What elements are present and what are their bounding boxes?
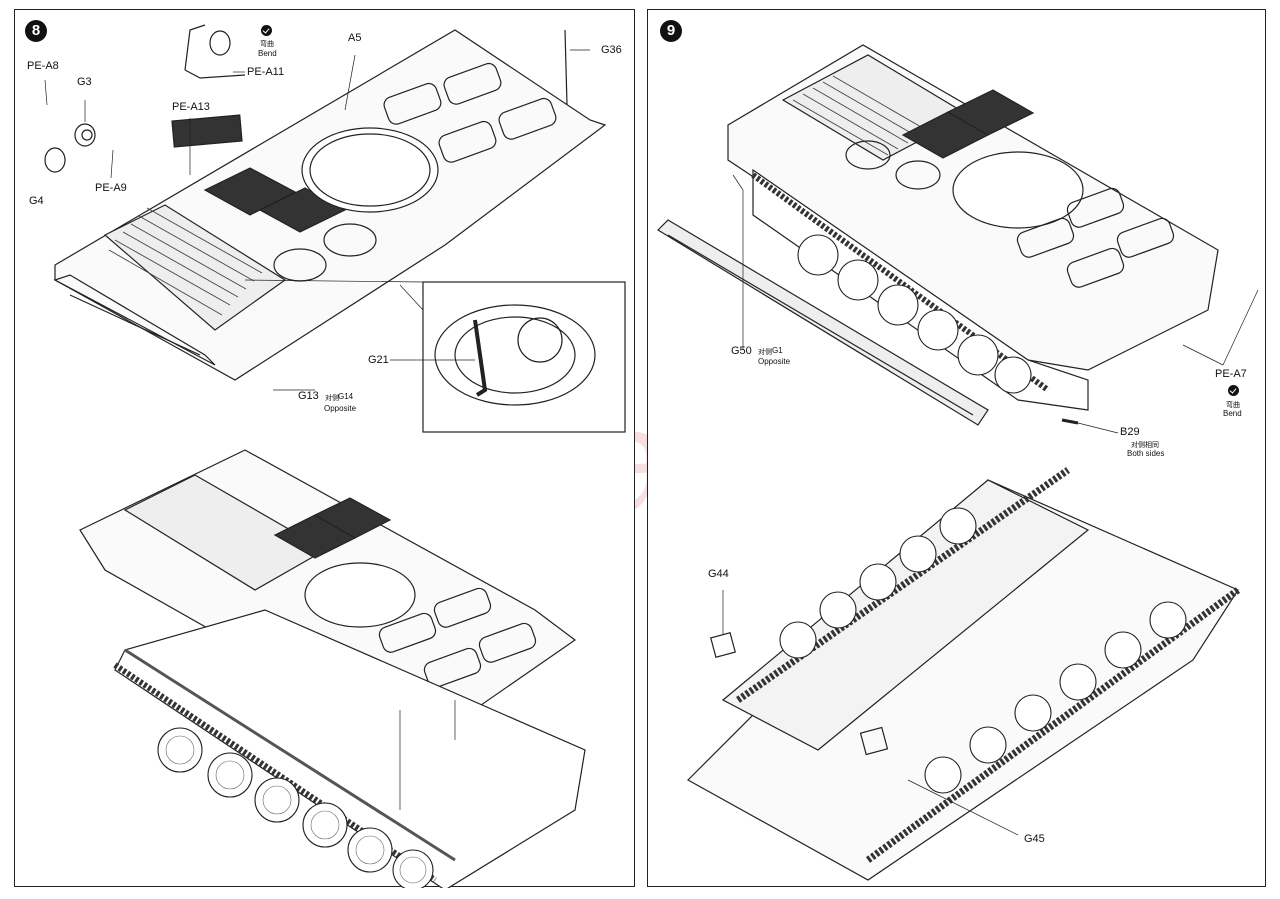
bend-icon (261, 25, 272, 36)
step-8-panel: 8 (14, 9, 635, 888)
label-bend-8: Bend (258, 49, 277, 58)
step-8-badge: 8 (25, 20, 47, 42)
label-opposite-9: Opposite (758, 357, 791, 366)
label-both-sides-cn: 对侧相同 (1131, 442, 1159, 449)
label-pe-a13: PE-A13 (172, 101, 210, 113)
label-pe-a11: PE-A11 (247, 66, 285, 78)
label-both-sides: Both sides (1127, 449, 1165, 458)
label-g4: G4 (29, 195, 44, 207)
label-opposite-8: Opposite (324, 404, 357, 413)
label-g45: G45 (1024, 833, 1045, 845)
label-g44: G44 (708, 568, 729, 580)
step-9-panel: 9 (647, 9, 1266, 887)
label-g13: G13 (298, 390, 319, 402)
bend-icon (1228, 385, 1239, 396)
label-g50: G50 (731, 345, 752, 357)
label-bend-9: Bend (1223, 409, 1242, 418)
label-g1: G1 (772, 346, 783, 355)
label-g14-cn: 对侧 (325, 395, 339, 402)
label-b29: B29 (1120, 426, 1140, 438)
label-g14: G14 (338, 392, 354, 401)
label-pe-a9: PE-A9 (95, 182, 127, 194)
label-a5: A5 (348, 32, 362, 44)
label-g36: G36 (601, 44, 622, 56)
label-pe-a7: PE-A7 (1215, 368, 1247, 380)
step-9-badge: 9 (660, 20, 682, 42)
label-g3: G3 (77, 76, 92, 88)
label-bend-cn-8: 弯曲 (260, 41, 274, 48)
label-bend-cn-9: 弯曲 (1226, 402, 1240, 409)
step-9-illustration (657, 44, 1259, 881)
label-pe-a8: PE-A8 (27, 60, 59, 72)
step-8-illustration (44, 24, 626, 888)
label-g1-cn: 对侧 (758, 349, 772, 356)
label-g21: G21 (368, 354, 389, 366)
